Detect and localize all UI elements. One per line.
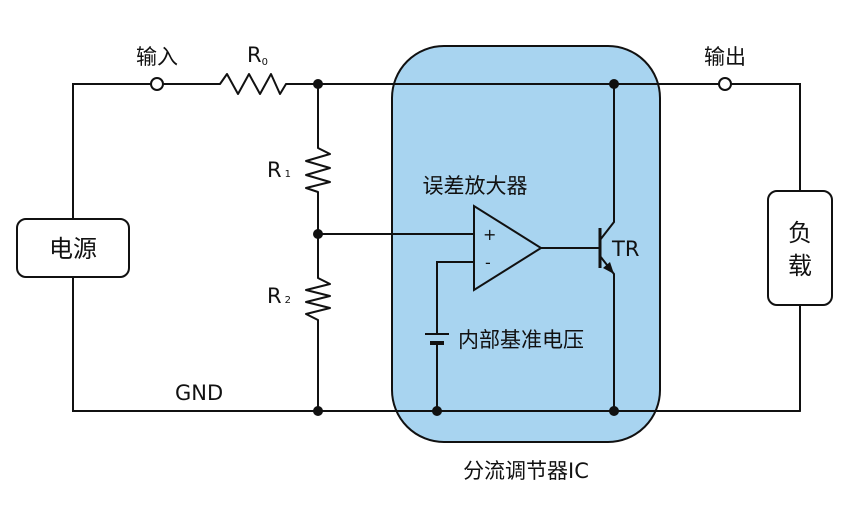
r0-label: R0 (247, 43, 268, 68)
power-source-label: 电源 (49, 235, 97, 263)
ic-name-label: 分流调节器IC (463, 459, 589, 483)
error-amp-label: 误差放大器 (423, 174, 528, 198)
circuit-wires (72, 83, 801, 412)
plus-sign: + (483, 225, 496, 244)
error-amplifier (473, 204, 543, 292)
junction-top-divider (313, 79, 323, 89)
output-label: 输出 (704, 45, 746, 69)
junction-gnd-ref (432, 406, 442, 416)
junction-gnd-emitter (609, 406, 619, 416)
load-box (767, 190, 833, 306)
wire-left-rail-bottom (72, 276, 801, 412)
wire-left-rail (72, 83, 151, 220)
junction-top-collector (609, 79, 619, 89)
resistor-r1 (305, 147, 331, 193)
load-label-line1: 负 (788, 219, 812, 247)
transistor-label: TR (611, 237, 639, 261)
output-terminal (718, 77, 732, 91)
wire-minus-ref (436, 261, 475, 335)
junction-gnd-divider (313, 406, 323, 416)
gnd-label: GND (175, 381, 223, 405)
reference-voltage-source (425, 333, 449, 348)
resistor-r0 (219, 73, 287, 95)
transistor-tr (598, 221, 615, 275)
resistor-r2 (305, 277, 331, 321)
input-terminal (150, 77, 164, 91)
input-label: 输入 (136, 45, 178, 69)
power-source-box (16, 218, 130, 278)
load-label-line2: 载 (788, 252, 812, 280)
junction-mid-divider (313, 229, 323, 239)
reference-label: 内部基准电压 (458, 328, 584, 352)
minus-sign: - (485, 253, 491, 272)
wire-output-load (731, 83, 801, 192)
junction-dots (313, 79, 619, 416)
